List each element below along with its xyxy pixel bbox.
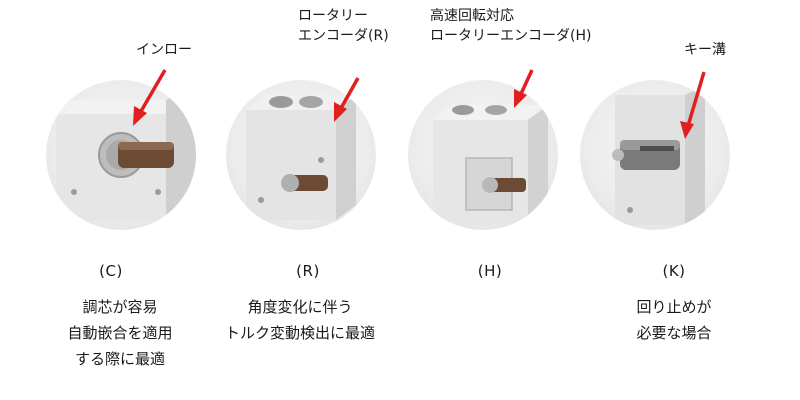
callout-line: エンコーダ(R): [298, 28, 389, 44]
description-line: 角度変化に伴う: [247, 298, 353, 316]
description-line: する際に最適: [74, 350, 165, 368]
photo-keyway-sensor: [580, 80, 730, 230]
callout-inlay: インロー: [136, 40, 192, 60]
panel-description-r: 角度変化に伴う トルク変動検出に最適: [210, 294, 390, 346]
sensor-illustration-k: [612, 85, 705, 225]
photo-rotary-encoder-r: [226, 80, 376, 230]
callout-line: ロータリー: [298, 8, 368, 24]
panel-k: キー溝 (K) 回り止めが 必要な場合: [580, 0, 800, 400]
description-line: 自動嵌合を適用: [67, 324, 173, 342]
panel-h: 高速回転対応 ロータリーエンコーダ(H) (H): [400, 0, 600, 400]
panel-letter-k: (K): [662, 262, 686, 280]
description-line: トルク変動検出に最適: [224, 324, 375, 342]
description-line: 調芯が容易: [82, 298, 158, 316]
callout-line: ロータリーエンコーダ(H): [430, 28, 592, 44]
sensor-illustration-h: [433, 105, 548, 225]
description-line: 必要な場合: [636, 324, 712, 342]
panel-r: ロータリー エンコーダ(R) (R) 角度変化に伴う トルク変動検出に最適: [200, 0, 400, 400]
callout-keyway: キー溝: [684, 40, 726, 60]
sensor-illustration-r: [246, 95, 356, 220]
callout-highspeed-encoder-h: 高速回転対応 ロータリーエンコーダ(H): [430, 6, 591, 46]
callout-line: 高速回転対応: [430, 8, 514, 24]
callout-keyway-label: キー溝: [684, 42, 726, 58]
panel-letter-c: (C): [99, 262, 123, 280]
panel-letter-h: (H): [477, 262, 503, 280]
photo-highspeed-encoder-h: [408, 80, 558, 230]
sensor-illustration-c: [56, 85, 196, 220]
panel-letter-r: (R): [296, 262, 320, 280]
photo-inlay-sensor: [46, 80, 196, 230]
panel-description-k: 回り止めが 必要な場合: [584, 294, 764, 346]
callout-inlay-label: インロー: [136, 42, 192, 58]
panel-c: インロー (C) 調芯が容易 自動嵌合を適用 する際に最適: [0, 0, 200, 400]
description-line: 回り止めが: [636, 298, 712, 316]
callout-rotary-encoder-r: ロータリー エンコーダ(R): [298, 6, 389, 46]
panel-description-c: 調芯が容易 自動嵌合を適用 する際に最適: [30, 294, 210, 372]
